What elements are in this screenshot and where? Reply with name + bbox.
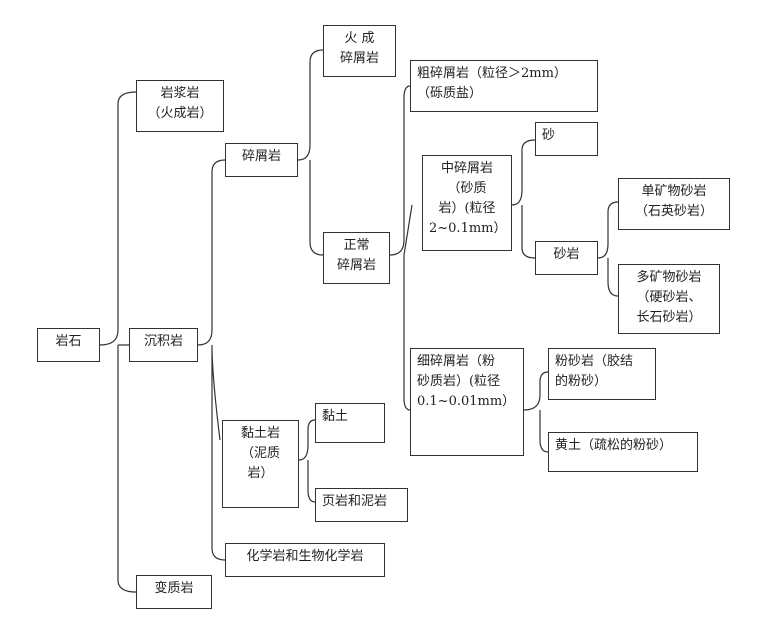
- node-text-line: 单矿物砂岩: [641, 184, 707, 199]
- node-text-line: （石英砂岩）: [634, 204, 713, 219]
- node-text-line: 岩石: [55, 334, 82, 349]
- connector-clayrock: [298, 419, 316, 503]
- node-text-line: 细碎屑岩（粉: [417, 354, 496, 369]
- node-text-line: （火成岩）: [147, 106, 213, 121]
- node-text-line: 2~0.1mm）: [429, 221, 507, 236]
- node-metamorphic: 变质岩: [136, 575, 212, 609]
- node-text-line: 变质岩: [154, 581, 194, 596]
- node-text-line: 碎屑岩: [339, 51, 379, 66]
- node-igneous: 岩浆岩 （火成岩）: [136, 80, 224, 132]
- node-sandstone: 砂岩: [535, 241, 598, 275]
- connector-sandstone: [597, 201, 619, 297]
- node-text-line: 黄土（疏松的粉砂）: [555, 438, 673, 453]
- node-sedimentary: 沉积岩: [129, 328, 198, 362]
- node-chemical-rock: 化学岩和生物化学岩: [225, 543, 385, 577]
- node-sand: 砂: [535, 122, 598, 156]
- node-text-line: 页岩和泥岩: [322, 494, 388, 509]
- node-poly-mineral-sandstone: 多矿物砂岩 （硬砂岩、长石砂岩）: [618, 264, 720, 334]
- connector-fine: [523, 371, 549, 453]
- node-text-line: （硬砂岩、: [636, 290, 702, 305]
- node-text-line: 粉砂岩（胶结: [555, 354, 634, 369]
- node-text-line: 化学岩和生物化学岩: [246, 549, 364, 564]
- node-text-line: 岩）: [247, 466, 274, 481]
- node-text-line: 碎屑岩: [241, 149, 281, 164]
- node-text-line: 多矿物砂岩: [636, 270, 702, 285]
- node-text-line: 火 成: [344, 31, 375, 46]
- node-text-line: （泥质: [240, 446, 280, 461]
- connector-normal: [389, 85, 413, 411]
- node-clastic: 碎屑岩: [225, 143, 298, 177]
- connector-clastic: [297, 49, 324, 256]
- node-text-line: 的粉砂）: [555, 374, 608, 389]
- node-text-line: 砂: [542, 128, 556, 143]
- node-text-line: 岩浆岩: [160, 86, 200, 101]
- node-normal-clastic: 正常碎屑岩: [323, 232, 390, 284]
- node-coarse-clastic: 粗碎屑岩（粒径＞2mm） （砾质盐）: [410, 60, 598, 112]
- node-fine-clastic: 细碎屑岩（粉砂质岩）(粒径 0.1~0.01mm）: [410, 348, 524, 456]
- node-text-line: （砾质盐）: [417, 86, 483, 101]
- node-text-line: 岩）(粒径: [438, 201, 496, 216]
- node-text-line: （砂质: [447, 181, 487, 196]
- connector-sedimentary: [197, 159, 226, 561]
- node-text-line: 中碎屑岩: [440, 161, 493, 176]
- node-text-line: 长石砂岩）: [636, 310, 702, 325]
- node-text-line: 正常: [343, 238, 370, 253]
- node-loess: 黄土（疏松的粉砂）: [548, 432, 698, 472]
- node-siltstone: 粉砂岩（胶结的粉砂）: [548, 348, 656, 400]
- node-text-line: 0.1~0.01mm）: [417, 394, 516, 409]
- node-text-line: 碎屑岩: [336, 258, 376, 273]
- node-text-line: 黏土岩: [240, 426, 280, 441]
- node-medium-clastic: 中碎屑岩 （砂质岩）(粒径 2~0.1mm）: [422, 155, 512, 251]
- node-text-line: 砂岩: [553, 247, 580, 262]
- node-text-line: 粗碎屑岩（粒径＞2mm）: [417, 66, 567, 81]
- node-clay: 黏土: [315, 403, 385, 443]
- node-text-line: 沉积岩: [143, 334, 183, 349]
- node-volcanic-clastic: 火 成碎屑岩: [323, 25, 396, 77]
- node-text-line: 黏土: [322, 409, 349, 424]
- node-clay-rock: 黏土岩 （泥质岩）: [222, 420, 299, 508]
- node-mono-mineral-sandstone: 单矿物砂岩 （石英砂岩）: [618, 178, 730, 230]
- node-text-line: 砂质岩）(粒径: [417, 374, 501, 389]
- connector-medium: [511, 139, 536, 259]
- node-rock: 岩石: [37, 328, 100, 362]
- node-shale-mudstone: 页岩和泥岩: [315, 488, 408, 522]
